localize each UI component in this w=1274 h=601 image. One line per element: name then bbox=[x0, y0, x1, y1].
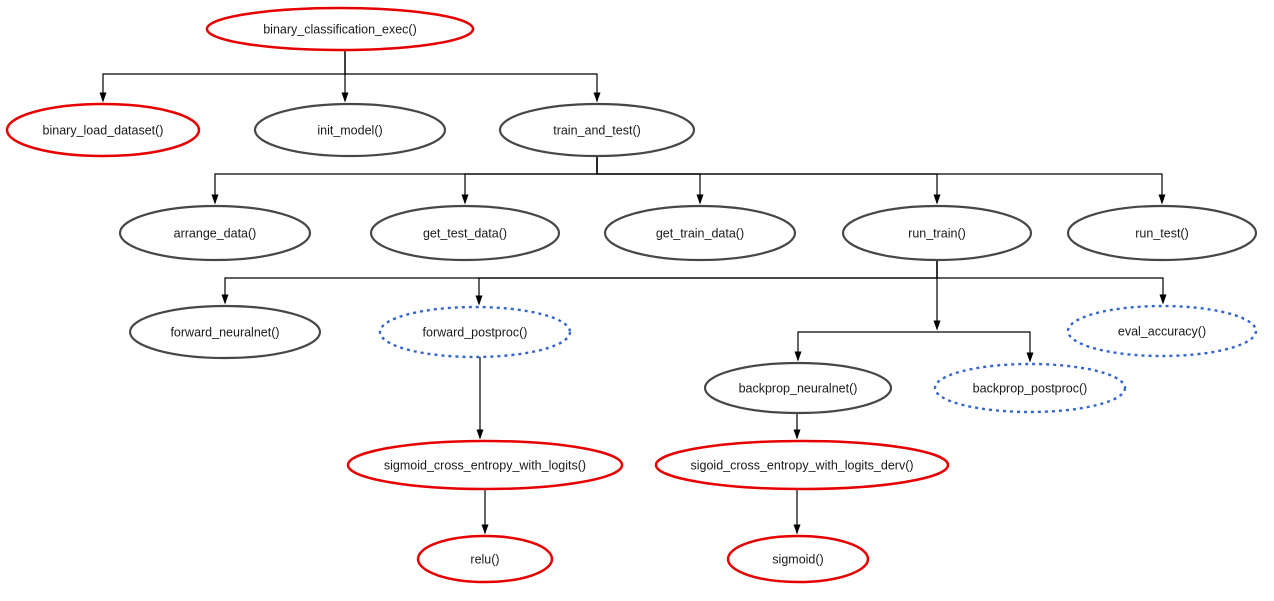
node-run_test[interactable]: run_test() bbox=[1066, 204, 1258, 262]
node-arrange_data[interactable]: arrange_data() bbox=[118, 204, 312, 262]
node-ellipse-train_and_test[interactable] bbox=[498, 102, 696, 158]
node-ellipse-sigoid_cross_entropy_with_logits_derv[interactable] bbox=[654, 439, 950, 491]
node-sigmoid[interactable]: sigmoid() bbox=[726, 534, 870, 584]
edge-binary_classification_exec-to-train_and_test bbox=[344, 50, 601, 103]
node-ellipse-backprop_postproc[interactable] bbox=[933, 362, 1127, 414]
node-ellipse-binary_classification_exec[interactable] bbox=[205, 6, 475, 52]
node-get_train_data[interactable]: get_train_data() bbox=[603, 204, 797, 262]
node-get_test_data[interactable]: get_test_data() bbox=[369, 204, 561, 262]
node-label-binary_load_dataset: binary_load_dataset() bbox=[43, 124, 164, 138]
node-ellipse-run_test[interactable] bbox=[1066, 204, 1258, 262]
edge-run_train-to-forward_neuralnet bbox=[221, 260, 938, 305]
edge-train_and_test-to-get_test_data bbox=[461, 156, 598, 205]
node-label-sigmoid_cross_entropy_with_logits: sigmoid_cross_entropy_with_logits() bbox=[384, 459, 586, 473]
node-ellipse-arrange_data[interactable] bbox=[118, 204, 312, 262]
node-label-sigoid_cross_entropy_with_logits_derv: sigoid_cross_entropy_with_logits_derv() bbox=[690, 459, 913, 473]
node-forward_postproc[interactable]: forward_postproc() bbox=[378, 305, 572, 359]
node-train_and_test[interactable]: train_and_test() bbox=[498, 102, 696, 158]
node-ellipse-init_model[interactable] bbox=[253, 102, 447, 158]
node-backprop_neuralnet[interactable]: backprop_neuralnet() bbox=[703, 361, 893, 415]
nodes-layer: binary_classification_exec() binary_load_… bbox=[5, 6, 1258, 584]
node-label-train_and_test: train_and_test() bbox=[553, 124, 641, 138]
edge-backprop-junction-to-backprop_neuralnet bbox=[794, 331, 937, 362]
node-run_train[interactable]: run_train() bbox=[841, 204, 1033, 262]
node-label-eval_accuracy: eval_accuracy() bbox=[1118, 325, 1206, 339]
node-label-arrange_data: arrange_data() bbox=[174, 227, 257, 241]
node-ellipse-run_train[interactable] bbox=[841, 204, 1033, 262]
node-label-init_model: init_model() bbox=[317, 124, 382, 138]
node-forward_neuralnet[interactable]: forward_neuralnet() bbox=[128, 304, 322, 360]
edge-backprop-junction-to-backprop_postproc bbox=[937, 331, 1034, 363]
node-label-binary_classification_exec: binary_classification_exec() bbox=[263, 23, 417, 37]
edge-train_and_test-to-get_train_data bbox=[596, 156, 704, 205]
node-backprop_postproc[interactable]: backprop_postproc() bbox=[933, 362, 1127, 414]
node-sigmoid_cross_entropy_with_logits[interactable]: sigmoid_cross_entropy_with_logits() bbox=[346, 439, 624, 491]
node-sigoid_cross_entropy_with_logits_derv[interactable]: sigoid_cross_entropy_with_logits_derv() bbox=[654, 439, 950, 491]
edge-train_and_test-to-run_train bbox=[596, 156, 941, 205]
node-label-run_train: run_train() bbox=[908, 227, 966, 241]
node-label-backprop_postproc: backprop_postproc() bbox=[973, 382, 1088, 396]
edges-layer bbox=[99, 50, 1167, 535]
node-label-relu: relu() bbox=[470, 553, 499, 567]
edge-train_and_test-to-arrange_data bbox=[211, 156, 598, 205]
node-binary_classification_exec[interactable]: binary_classification_exec() bbox=[205, 6, 475, 52]
node-init_model[interactable]: init_model() bbox=[253, 102, 447, 158]
node-ellipse-forward_postproc[interactable] bbox=[378, 305, 572, 359]
edge-run_train-to-eval_accuracy bbox=[936, 260, 1167, 305]
node-ellipse-sigmoid[interactable] bbox=[726, 534, 870, 584]
node-ellipse-get_train_data[interactable] bbox=[603, 204, 797, 262]
node-ellipse-backprop_neuralnet[interactable] bbox=[703, 361, 893, 415]
edge-train_and_test-to-run_test bbox=[596, 156, 1166, 205]
node-ellipse-sigmoid_cross_entropy_with_logits[interactable] bbox=[346, 439, 624, 491]
node-eval_accuracy[interactable]: eval_accuracy() bbox=[1066, 304, 1258, 358]
node-label-get_test_data: get_test_data() bbox=[423, 227, 507, 241]
node-label-backprop_neuralnet: backprop_neuralnet() bbox=[739, 382, 858, 396]
node-binary_load_dataset[interactable]: binary_load_dataset() bbox=[5, 102, 201, 158]
node-label-forward_neuralnet: forward_neuralnet() bbox=[170, 326, 279, 340]
node-ellipse-get_test_data[interactable] bbox=[369, 204, 561, 262]
node-ellipse-relu[interactable] bbox=[416, 534, 554, 584]
node-label-get_train_data: get_train_data() bbox=[656, 227, 744, 241]
edge-run_train-to-forward_postproc bbox=[475, 260, 938, 306]
node-label-sigmoid: sigmoid() bbox=[772, 553, 823, 567]
node-relu[interactable]: relu() bbox=[416, 534, 554, 584]
node-label-forward_postproc: forward_postproc() bbox=[423, 326, 528, 340]
edge-binary_classification_exec-to-binary_load_dataset bbox=[99, 50, 346, 103]
node-ellipse-binary_load_dataset[interactable] bbox=[5, 102, 201, 158]
node-label-run_test: run_test() bbox=[1135, 227, 1189, 241]
node-ellipse-forward_neuralnet[interactable] bbox=[128, 304, 322, 360]
node-ellipse-eval_accuracy[interactable] bbox=[1066, 304, 1258, 358]
